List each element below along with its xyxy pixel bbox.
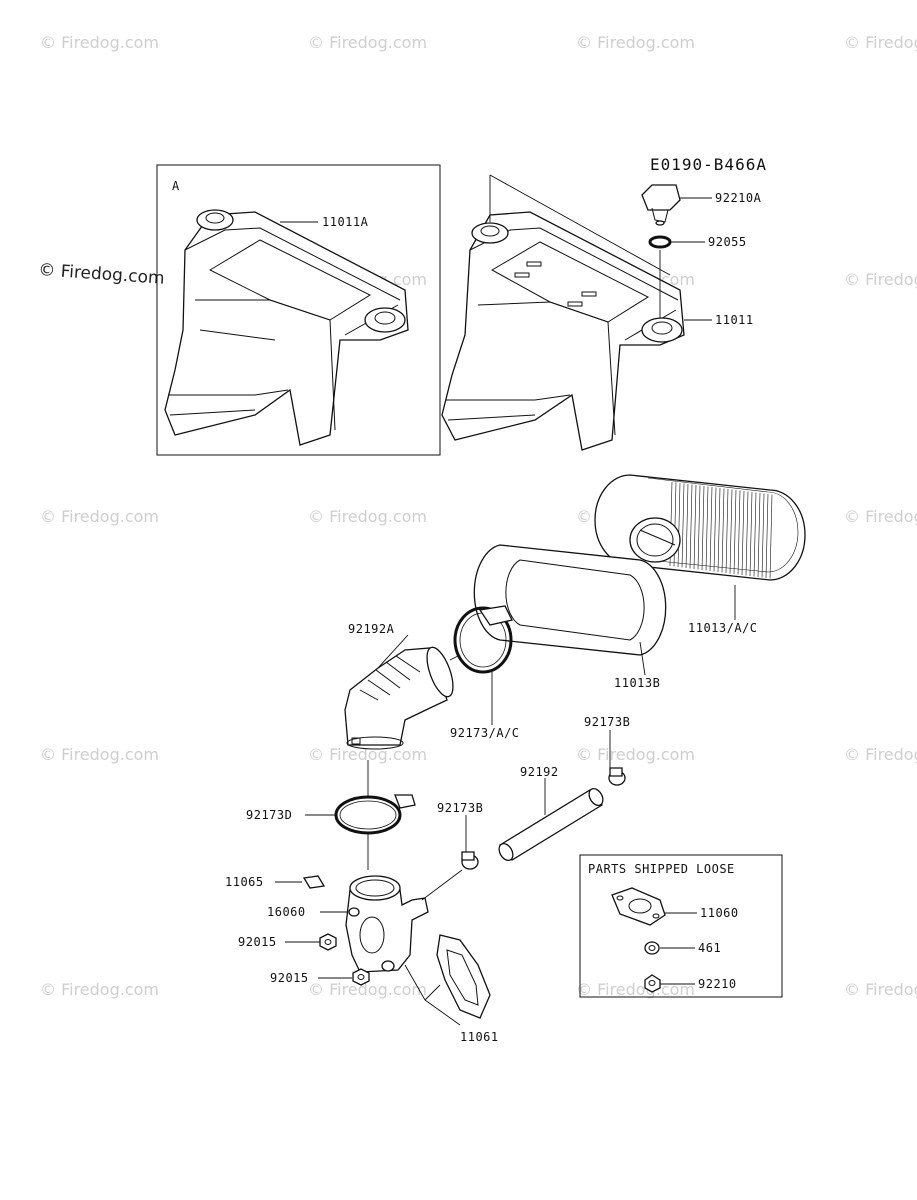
inset-letter: A [172, 179, 180, 193]
watermark: © Firedog.com [308, 507, 427, 526]
label-11061: 11061 [460, 1030, 499, 1044]
label-92173D: 92173D [246, 808, 292, 822]
pleat-line [693, 484, 697, 570]
label-92173B-top: 92173B [584, 715, 630, 729]
pleat-line [709, 486, 713, 572]
watermarks: © Firedog.com © Firedog.com © Firedog.co… [38, 33, 917, 999]
pleat-line [725, 488, 729, 574]
pleat-line [733, 489, 737, 575]
nut-lower[interactable] [352, 968, 370, 986]
watermark: © Firedog.com [844, 980, 917, 999]
label-11060: 11060 [700, 906, 739, 920]
inset-box-a [156, 164, 441, 456]
watermark: © Firedog.com [40, 33, 159, 52]
watermark-dark: © Firedog.com [38, 260, 166, 289]
watermark: © Firedog.com [576, 33, 695, 52]
pleat-line [689, 484, 693, 569]
label-11011A: 11011A [322, 215, 369, 229]
gasket[interactable] [436, 934, 491, 1019]
label-11065: 11065 [225, 875, 264, 889]
hose-clamp[interactable] [453, 605, 513, 674]
pleat-line [765, 493, 769, 579]
pleat-line [769, 494, 773, 579]
small-clamp-top[interactable] [608, 767, 626, 786]
pleat-line [761, 493, 765, 578]
pleat-line [753, 492, 757, 577]
filter-pleats [669, 481, 773, 579]
watermark: © Firedog.com [576, 745, 695, 764]
watermark: © Firedog.com [844, 745, 917, 764]
label-16060: 16060 [267, 905, 306, 919]
pleat-line [741, 490, 745, 576]
small-clamp-mid[interactable] [461, 851, 479, 870]
watermark: © Firedog.com [844, 270, 917, 289]
wing-knob[interactable] [641, 184, 681, 226]
pleat-line [757, 492, 761, 578]
loose-gasket[interactable] [611, 887, 666, 926]
pleat-line [705, 486, 709, 571]
watermark: © Firedog.com [308, 745, 427, 764]
label-461: 461 [698, 941, 721, 955]
pleat-line [697, 485, 701, 570]
label-92210: 92210 [698, 977, 737, 991]
nut-upper[interactable] [319, 933, 337, 951]
label-92173AC: 92173/A/C [450, 726, 520, 740]
pleat-line [701, 485, 705, 571]
label-11013B: 11013B [614, 676, 660, 690]
pleat-line [681, 483, 685, 568]
breather-hose[interactable] [496, 786, 605, 863]
watermark: © Firedog.com [308, 980, 427, 999]
pleat-line [717, 487, 721, 573]
pleat-line [677, 482, 681, 568]
pleat-line [721, 488, 725, 573]
large-clamp[interactable] [334, 794, 416, 835]
air-cleaner-cover-a[interactable] [164, 209, 409, 446]
label-92173B-mid: 92173B [437, 801, 483, 815]
watermark: © Firedog.com [844, 33, 917, 52]
carburetor-joint[interactable] [345, 875, 429, 973]
label-11011: 11011 [715, 313, 754, 327]
air-cleaner-cover[interactable] [441, 211, 685, 451]
watermark: © Firedog.com [308, 33, 427, 52]
loose-nut[interactable] [644, 974, 661, 993]
leader-lines [275, 174, 736, 1026]
watermark: © Firedog.com [40, 745, 159, 764]
label-92015-a: 92015 [238, 935, 277, 949]
label-92015-b: 92015 [270, 971, 309, 985]
part-labels: 11011A 92210A 92055 11011 11013/A/C 1101… [225, 191, 762, 1044]
label-92192: 92192 [520, 765, 559, 779]
label-11013AC: 11013/A/C [688, 621, 758, 635]
pleat-line [749, 491, 753, 577]
diagram-code: E0190-B466A [650, 155, 767, 174]
watermark: © Firedog.com [40, 980, 159, 999]
label-92192A: 92192A [348, 622, 395, 636]
elbow-hose[interactable] [344, 644, 458, 750]
pleat-line [713, 487, 717, 572]
pleat-line [685, 483, 689, 569]
loose-washer[interactable] [644, 941, 660, 955]
pleat-line [729, 489, 733, 574]
loose-parts-box [579, 854, 783, 998]
loose-parts-title: PARTS SHIPPED LOOSE [588, 862, 735, 876]
watermark: © Firedog.com [40, 507, 159, 526]
watermark: © Firedog.com [844, 507, 917, 526]
watermark: © Firedog.com [576, 980, 695, 999]
pre-cleaner[interactable] [473, 544, 667, 656]
dowel-pin[interactable] [302, 875, 326, 889]
pleat-line [737, 490, 741, 575]
washer[interactable] [648, 235, 672, 249]
filter-element[interactable] [594, 474, 806, 581]
pleat-line [745, 491, 749, 576]
label-92055: 92055 [708, 235, 747, 249]
label-92210A: 92210A [715, 191, 762, 205]
